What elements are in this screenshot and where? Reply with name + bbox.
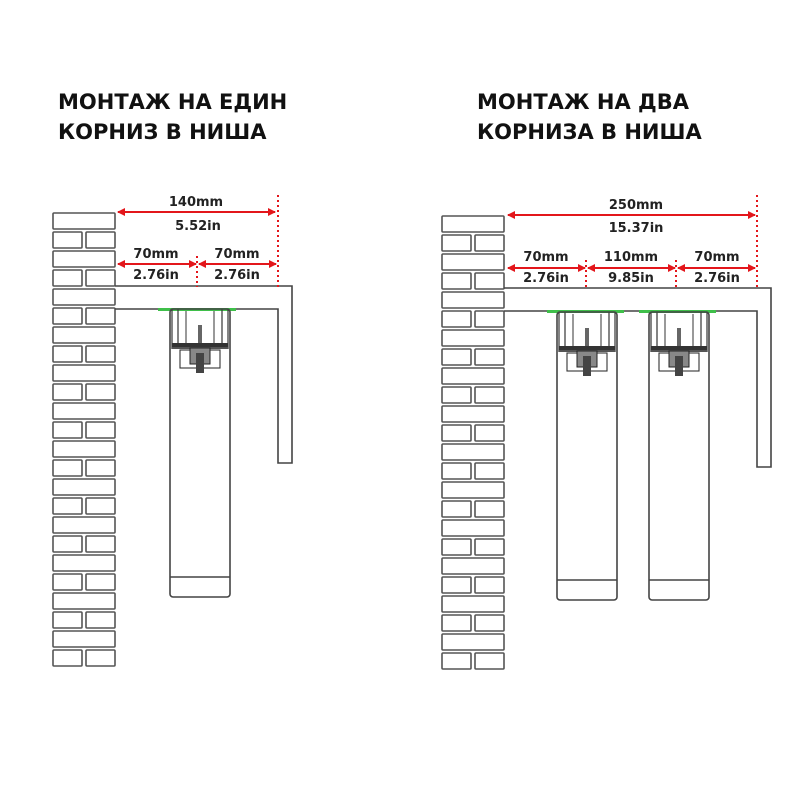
right-title-line2: КОРНИЗА В НИША — [477, 120, 702, 144]
right-total-in: 15.37in — [609, 221, 664, 236]
left-title-line2: КОРНИЗ В НИША — [58, 120, 267, 144]
right-curtain-motor-1 — [547, 310, 624, 601]
right-seg2-mm: 110mm — [604, 250, 658, 265]
left-curtain-motor — [158, 308, 236, 598]
left-total-in: 5.52in — [175, 219, 221, 234]
left-brick-wall — [52, 212, 116, 667]
left-seg2-mm: 70mm — [214, 247, 259, 262]
right-title-line1: МОНТАЖ НА ДВА — [477, 90, 690, 114]
right-bracket — [504, 287, 772, 468]
right-seg3-mm: 70mm — [694, 250, 739, 265]
left-bracket — [115, 285, 293, 464]
right-brick-wall — [441, 215, 505, 670]
left-title: МОНТАЖ НА ЕДИН КОРНИЗ В НИША — [58, 87, 287, 147]
right-seg1-in: 2.76in — [523, 271, 569, 286]
left-total-mm: 140mm — [169, 195, 223, 210]
right-seg3-in: 2.76in — [694, 271, 740, 286]
left-title-line1: МОНТАЖ НА ЕДИН — [58, 90, 288, 114]
right-title: МОНТАЖ НА ДВА КОРНИЗА В НИША — [477, 87, 702, 147]
right-dimensions — [507, 195, 758, 289]
right-total-mm: 250mm — [609, 198, 663, 213]
left-seg2-in: 2.76in — [214, 268, 260, 283]
right-seg2-in: 9.85in — [608, 271, 654, 286]
right-seg1-mm: 70mm — [523, 250, 568, 265]
right-curtain-motor-2 — [639, 310, 716, 601]
left-dimensions — [117, 195, 279, 287]
left-seg1-in: 2.76in — [133, 268, 179, 283]
left-seg1-mm: 70mm — [133, 247, 178, 262]
